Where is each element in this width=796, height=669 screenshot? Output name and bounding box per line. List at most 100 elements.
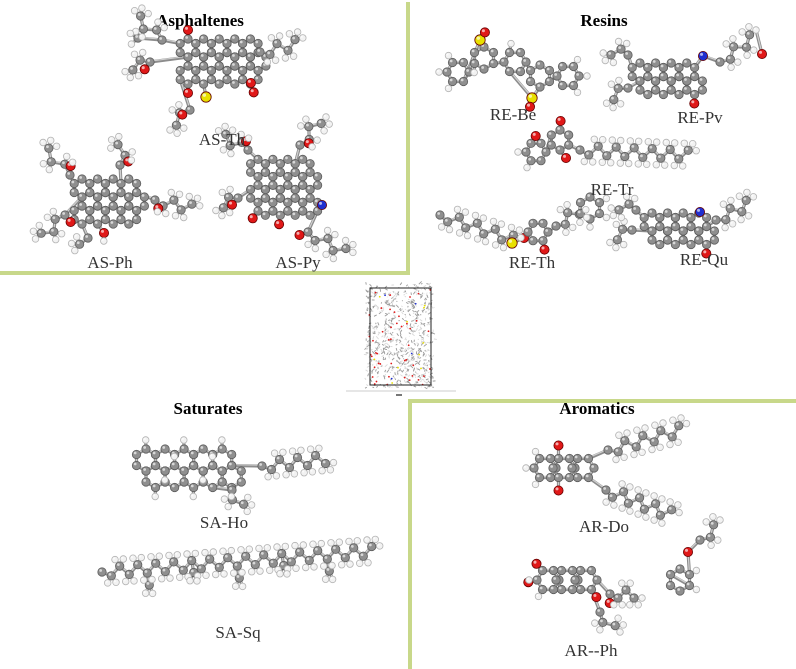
box-bond bbox=[412, 304, 416, 308]
atom-h bbox=[630, 450, 638, 459]
atom-shine bbox=[152, 484, 156, 488]
atom-shine bbox=[247, 54, 251, 57]
atom-c bbox=[272, 38, 282, 49]
atom-h bbox=[39, 138, 47, 147]
atom-shine bbox=[255, 156, 259, 160]
box-bond bbox=[414, 371, 417, 373]
atom-shine bbox=[219, 479, 223, 482]
atom-shine bbox=[310, 541, 314, 545]
atom-h bbox=[292, 564, 300, 572]
atom-h bbox=[299, 34, 307, 42]
atom-shine bbox=[536, 474, 540, 478]
atom-c bbox=[594, 197, 605, 208]
atom-shine bbox=[307, 169, 311, 173]
atom-shine bbox=[209, 484, 213, 488]
box-bond bbox=[399, 360, 403, 363]
box-bond bbox=[391, 357, 395, 361]
atom-h bbox=[531, 447, 540, 456]
atom-shine bbox=[246, 135, 249, 139]
box-bond bbox=[389, 332, 393, 336]
atom-h bbox=[175, 573, 184, 581]
atom-c bbox=[461, 223, 471, 233]
atom-shine bbox=[721, 201, 724, 205]
atom-shine bbox=[649, 447, 653, 450]
box-bond bbox=[411, 353, 414, 357]
atom-h bbox=[308, 143, 316, 151]
atom-shine bbox=[528, 157, 532, 161]
atom-c bbox=[639, 221, 649, 232]
atom-shine bbox=[94, 221, 98, 224]
atom-shine bbox=[133, 180, 137, 184]
atom-shine bbox=[447, 227, 450, 230]
atom-shine bbox=[611, 213, 614, 216]
box-bond bbox=[384, 333, 387, 336]
atom-h bbox=[674, 438, 682, 446]
atom-h bbox=[320, 562, 328, 570]
atom-shine bbox=[193, 49, 196, 53]
atom-c bbox=[214, 61, 224, 71]
atom-shine bbox=[38, 230, 42, 234]
box-bond bbox=[422, 340, 427, 344]
box-bond bbox=[414, 310, 418, 314]
atom-c bbox=[447, 76, 458, 87]
atom-shine bbox=[292, 212, 296, 216]
atom-c bbox=[331, 544, 341, 554]
atom-h bbox=[175, 190, 184, 198]
atom-shine bbox=[476, 36, 481, 40]
box-bond bbox=[388, 319, 391, 322]
atom-shine bbox=[110, 221, 114, 224]
atom-shine bbox=[677, 566, 681, 569]
atom-shine bbox=[181, 468, 185, 471]
atom-c bbox=[328, 245, 338, 256]
atom-c bbox=[545, 472, 556, 483]
atom-shine bbox=[135, 35, 139, 38]
atom-h bbox=[137, 553, 145, 562]
atom-shine bbox=[99, 569, 103, 572]
atom-h bbox=[49, 207, 57, 216]
atom-h bbox=[376, 542, 384, 550]
atom-shine bbox=[132, 52, 135, 55]
atom-shine bbox=[184, 551, 188, 554]
atom-shine bbox=[717, 517, 721, 520]
box-bond bbox=[366, 309, 369, 312]
atom-c bbox=[711, 215, 721, 225]
atom-shine bbox=[437, 212, 441, 215]
atom-shine bbox=[711, 228, 715, 231]
atom-h bbox=[107, 144, 115, 152]
atom-c bbox=[584, 150, 594, 160]
atom-shine bbox=[112, 557, 116, 560]
atom-h bbox=[134, 71, 143, 80]
atom-shine bbox=[607, 591, 611, 594]
atom-c bbox=[310, 235, 320, 246]
atom-h bbox=[52, 235, 60, 244]
atom-shine bbox=[625, 52, 629, 55]
atom-o bbox=[591, 592, 602, 603]
atom-shine bbox=[283, 544, 286, 547]
atom-shine bbox=[274, 40, 278, 44]
box-bond bbox=[427, 312, 431, 315]
box-bond bbox=[366, 347, 369, 350]
atom-shine bbox=[247, 63, 251, 66]
atom-h bbox=[666, 440, 674, 449]
atom-shine bbox=[688, 241, 692, 245]
atom-shine bbox=[147, 59, 151, 62]
atom-shine bbox=[624, 430, 628, 433]
atom-c bbox=[528, 236, 538, 246]
label-sa-ho: SA-Ho bbox=[200, 513, 248, 532]
atom-shine bbox=[325, 235, 328, 239]
box-bond bbox=[367, 342, 370, 345]
atom-c bbox=[170, 460, 180, 471]
box-bond bbox=[430, 305, 434, 309]
atom-shine bbox=[699, 87, 703, 90]
box-bond bbox=[384, 301, 387, 304]
atom-h bbox=[272, 472, 281, 480]
atom-shine bbox=[171, 484, 175, 488]
atom-shine bbox=[628, 138, 631, 141]
atom-c bbox=[721, 215, 731, 225]
atom-shine bbox=[62, 212, 66, 215]
box-bond bbox=[392, 368, 394, 370]
atom-c bbox=[557, 80, 568, 91]
atom-shine bbox=[255, 76, 259, 80]
atom-shine bbox=[228, 151, 231, 154]
box-bond bbox=[372, 327, 376, 330]
